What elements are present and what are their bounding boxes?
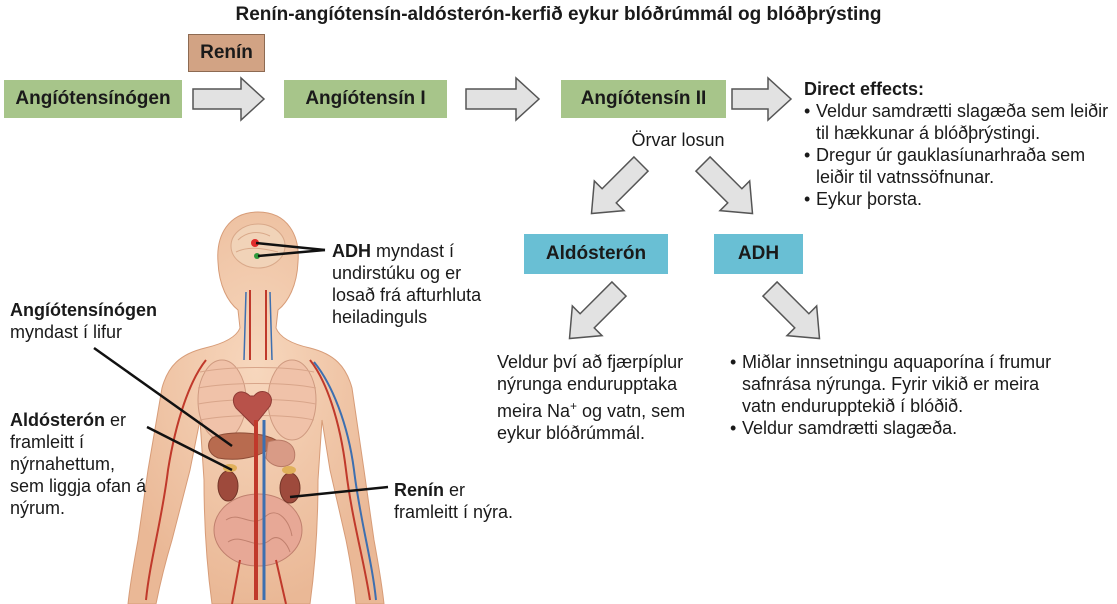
aldosterone-box: Aldósterón <box>524 234 668 274</box>
renin-origin-label-text: er framleitt í nýra. <box>394 480 514 522</box>
pituitary-dot <box>254 253 260 259</box>
arrow-to-aldosterone <box>590 155 650 215</box>
aldosterone-origin-label-text: er framleitt í nýrnahettum, sem liggja o… <box>10 410 147 518</box>
angiotensinogen-origin-label-bold: Angíótensínógen <box>10 300 157 320</box>
hypothalamus-dot <box>251 239 259 247</box>
direct-effects-heading: Direct effects: <box>804 79 925 99</box>
arrow-adh-to-effect <box>761 280 821 340</box>
left-kidney <box>217 470 239 502</box>
leader-line-renin <box>289 485 389 499</box>
angiotensin-1-box: Angíótensín I <box>284 80 447 118</box>
renin-box: Renín <box>188 34 265 72</box>
diagram-title: Renín-angíótensín-aldósterón-kerfið eyku… <box>235 4 882 25</box>
heart <box>232 391 272 427</box>
arrow-angiotensin1-to-angiotensin2 <box>465 76 541 122</box>
angiotensinogen-origin-label: Angíótensínógen myndast í lifur <box>10 299 195 343</box>
angiotensinogen-box: Angíótensínógen <box>4 80 182 118</box>
aldosterone-effect-part: Veldur því að fjærpíplur nýrunga endurup… <box>497 352 684 421</box>
adh-origin-label-text: myndast í undirstúku og er losað frá aft… <box>332 241 482 327</box>
leader-line-adh-2 <box>257 248 326 258</box>
leader-line-adh-1 <box>255 241 326 252</box>
arrow-to-adh <box>694 155 754 215</box>
leader-line-aldosterone <box>146 425 233 472</box>
adh-effect-item: Miðlar innsetningu aquaporína í frumur s… <box>730 351 1070 417</box>
stimulates-release-label: Örvar losun <box>631 130 725 150</box>
aldosterone-effect-part: og vatn, sem eykur blóðrúmmál. <box>497 401 686 443</box>
direct-effect-item: Veldur samdrætti slagæða sem leiðir til … <box>804 100 1114 144</box>
adh-box: ADH <box>714 234 803 274</box>
renin-origin-label: Renín er framleitt í nýra. <box>394 479 534 523</box>
arrow-aldosterone-to-effect <box>568 280 628 340</box>
renin-origin-label-bold: Renín <box>394 480 445 500</box>
arrow-angiotensin2-to-direct-effects <box>731 76 793 122</box>
human-body-illustration <box>127 211 385 604</box>
leader-line-angiotensinogen <box>93 346 233 448</box>
angiotensin-2-box: Angíótensín II <box>561 80 726 118</box>
direct-effects-panel: Direct effects: Veldur samdrætti slagæða… <box>804 78 1114 210</box>
adh-origin-label: ADH myndast í undirstúku og er losað frá… <box>332 240 492 328</box>
aldosterone-origin-label: Aldósterón er framleitt í nýrnahettum, s… <box>10 409 150 519</box>
direct-effect-item: Eykur þorsta. <box>804 188 1114 210</box>
aldosterone-effect-text: Veldur því að fjærpíplur nýrunga endurup… <box>497 351 707 444</box>
arrow-angiotensinogen-to-angiotensin1 <box>192 76 266 122</box>
aldosterone-origin-label-bold: Aldósterón <box>10 410 106 430</box>
right-kidney <box>279 472 301 504</box>
direct-effect-item: Dregur úr gauklasíunarhraða sem leiðir t… <box>804 144 1114 188</box>
adh-origin-label-bold: ADH <box>332 241 371 261</box>
angiotensinogen-origin-label-text: myndast í lifur <box>10 322 123 342</box>
adh-effects-panel: Miðlar innsetningu aquaporína í frumur s… <box>730 351 1070 439</box>
adh-effect-item: Veldur samdrætti slagæða. <box>730 417 1070 439</box>
sodium-charge-superscript: + <box>570 399 578 413</box>
